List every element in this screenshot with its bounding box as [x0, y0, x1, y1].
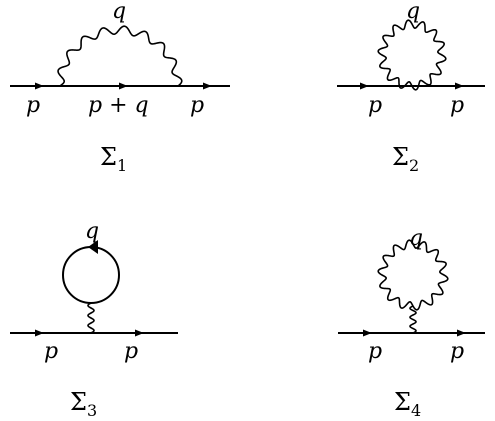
fermion-loop-arrow	[88, 240, 98, 254]
diagram-caption: Σ3	[70, 388, 97, 420]
photon-propagator-arc	[57, 25, 183, 87]
diagram-sigma-4: q p p Σ4	[338, 226, 485, 420]
diagram-sigma-3: q p p Σ3	[10, 219, 178, 420]
incoming-momentum-label: p	[368, 339, 382, 364]
loop-momentum-label: q	[409, 226, 423, 251]
diagram-caption: Σ2	[392, 143, 419, 175]
fermion-loop	[62, 246, 120, 304]
diagram-caption: Σ4	[394, 388, 421, 420]
diagram-caption: Σ1	[100, 143, 127, 175]
photon-tadpole-loop	[377, 19, 447, 91]
photon-propagator-stem	[409, 305, 417, 334]
loop-momentum-label: q	[406, 0, 420, 24]
photon-propagator-stem	[87, 302, 95, 334]
outgoing-momentum-label: p	[450, 339, 464, 364]
outgoing-momentum-label: p	[450, 93, 464, 118]
loop-momentum-label: q	[112, 0, 126, 24]
loop-momentum-label: q	[85, 219, 99, 244]
internal-momentum-label: p + q	[88, 93, 149, 118]
incoming-momentum-label: p	[44, 339, 58, 364]
diagram-sigma-2: q p p Σ2	[337, 0, 485, 175]
outgoing-momentum-label: p	[124, 339, 138, 364]
incoming-momentum-label: p	[26, 93, 40, 118]
diagram-sigma-1: q p p + q p Σ1	[10, 0, 230, 175]
incoming-momentum-label: p	[368, 93, 382, 118]
outgoing-momentum-label: p	[190, 93, 204, 118]
photon-tadpole-loop	[377, 239, 449, 311]
